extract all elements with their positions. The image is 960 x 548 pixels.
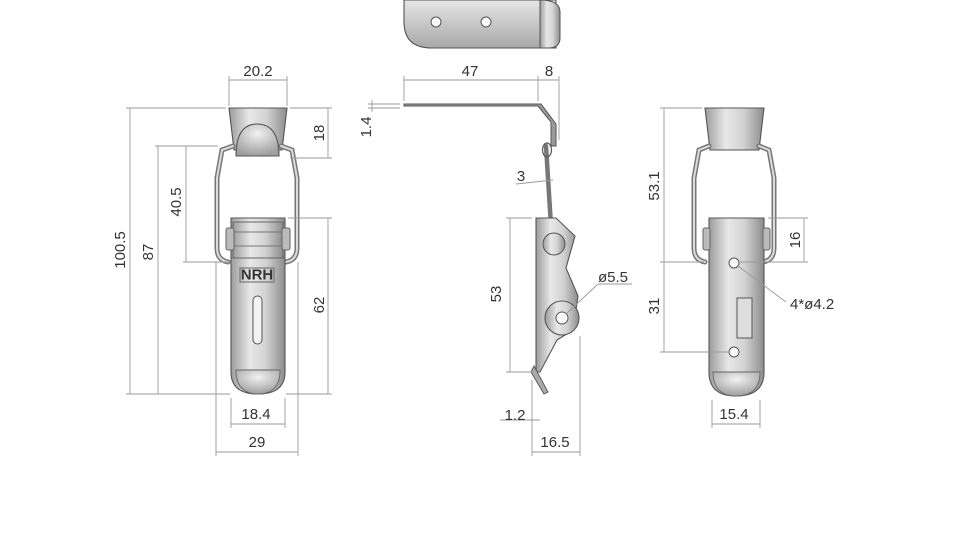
dim-top-width: 20.2 — [243, 63, 272, 80]
dim-padlock-hole: ø5.5 — [598, 269, 628, 286]
mount-hole-bottom — [728, 346, 740, 358]
back-view: 53.1 16 31 4*ø4.2 15.4 — [646, 107, 834, 428]
dim-hole-width: 15.4 — [719, 406, 748, 423]
dim-depth: 16.5 — [540, 434, 569, 451]
side-view: 47 8 1.4 3 53 ø5.5 1.2 16.5 — [358, 63, 632, 456]
keeper-hole-1 — [430, 16, 442, 28]
dim-side-body-height: 53 — [488, 286, 505, 303]
dim-hole-offset: 16 — [787, 232, 804, 249]
logo-frame — [239, 267, 275, 283]
dim-base-thickness: 1.2 — [505, 407, 526, 424]
dim-keeper-lip: 8 — [545, 63, 553, 80]
rect-cutout — [736, 297, 753, 339]
logo-text: NRH — [241, 267, 274, 284]
keeper-hole-2 — [480, 16, 492, 28]
dim-hinge-to-bottom: 87 — [140, 244, 157, 261]
dim-holes: 4*ø4.2 — [790, 296, 834, 313]
dim-keeper-length: 47 — [462, 63, 479, 80]
dim-hasp-height: 40.5 — [168, 187, 185, 216]
dim-body-width: 18.4 — [241, 406, 270, 423]
dim-keeper-height: 18 — [311, 125, 328, 142]
dim-wire-dia: 3 — [517, 168, 525, 185]
dim-thickness: 1.4 — [358, 117, 375, 138]
slot — [252, 295, 263, 345]
front-view: NRH 20.2 18 100.5 87 40.5 62 — [112, 63, 332, 456]
dim-overall-width: 29 — [249, 434, 266, 451]
dim-hole-spacing: 31 — [646, 298, 663, 315]
mount-hole-top — [728, 257, 740, 269]
dim-body-height: 62 — [311, 297, 328, 314]
top-keeper-view — [403, 0, 561, 49]
dim-keeper-to-hole: 53.1 — [646, 171, 663, 200]
dim-overall-height: 100.5 — [112, 231, 129, 269]
